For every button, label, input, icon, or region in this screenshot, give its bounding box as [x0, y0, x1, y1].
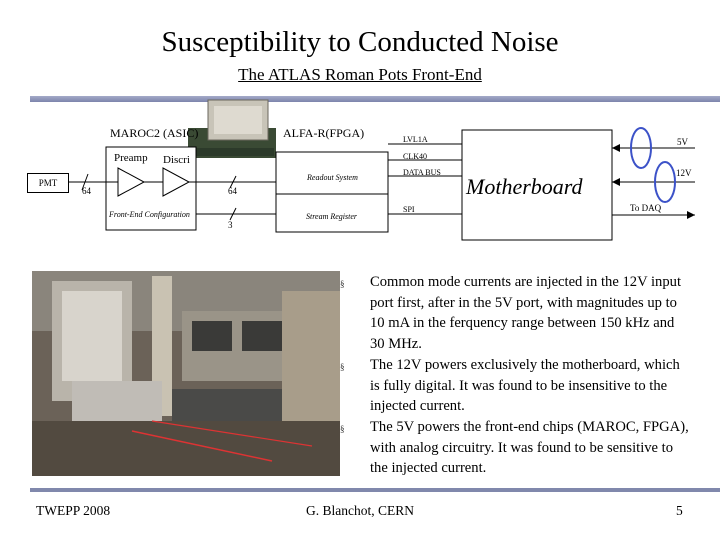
pmt-box: PMT: [27, 173, 69, 193]
injection-probe-12v: [654, 161, 676, 203]
stream-register-label: Stream Register: [306, 212, 358, 221]
motherboard-label: Motherboard: [466, 174, 583, 199]
preamp-label: Preamp: [114, 152, 148, 164]
list-item: § The 5V powers the front-end chips (MAR…: [340, 417, 690, 479]
12v-label: 12V: [676, 168, 692, 178]
bottom-rule: [30, 488, 720, 492]
lab-photo: [32, 271, 340, 476]
data-bus-label: DATA BUS: [403, 168, 441, 177]
bullet-marker: §: [340, 279, 345, 289]
top-rule: [30, 96, 720, 102]
injection-probe-5v: [630, 127, 652, 169]
clk40-label: CLK40: [403, 152, 427, 161]
to-daq-label: To DAQ: [630, 203, 662, 213]
bullet-marker: §: [340, 423, 345, 434]
footer-author: G. Blanchot, CERN: [306, 503, 414, 518]
board-photo: [188, 99, 276, 158]
slide-subtitle: The ATLAS Roman Pots Front-End: [238, 65, 482, 84]
fe-config-label: Front-End Configuration: [109, 210, 190, 219]
diagram-lines: [68, 99, 695, 241]
5v-label: 5V: [677, 137, 688, 147]
lvl1a-label: LVL1A: [403, 135, 428, 144]
bus-width-config: 3: [228, 220, 233, 230]
block-diagram: PMT MAROC2 (ASIC) ALFA-R(FPGA) Preamp Di…: [0, 0, 720, 260]
readout-system-label: Readout System: [307, 173, 358, 182]
slide-title: Susceptibility to Conducted Noise: [161, 26, 559, 58]
bus-width-left: 64: [82, 186, 91, 196]
spi-label: SPI: [403, 205, 415, 214]
bullet-list: § Common mode currents are injected in t…: [340, 272, 690, 479]
bullet-marker: §: [340, 361, 345, 372]
maroc-label: MAROC2 (ASIC): [110, 126, 199, 140]
bus-width-right: 64: [228, 186, 237, 196]
alfa-label: ALFA-R(FPGA): [283, 126, 365, 140]
list-item: § The 12V powers exclusively the motherb…: [340, 355, 690, 417]
page-number: 5: [676, 503, 683, 518]
discri-label: Discri: [163, 154, 190, 166]
list-item: § Common mode currents are injected in t…: [340, 272, 690, 355]
footer-event: TWEPP 2008: [36, 503, 111, 518]
